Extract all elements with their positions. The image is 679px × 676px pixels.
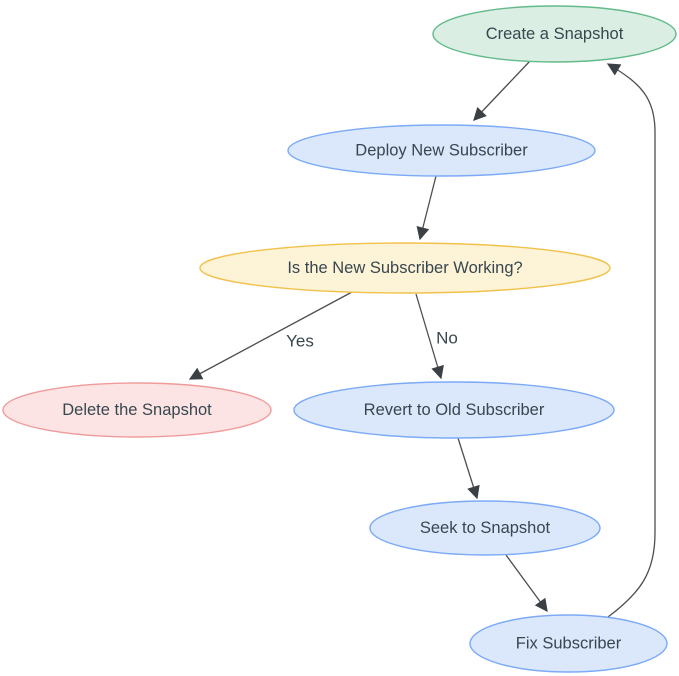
edge-working-to-delete (188, 291, 353, 380)
node-ellipse-create-snapshot (432, 5, 677, 63)
node-ellipse-deploy-new-subscriber (287, 124, 596, 177)
node-label-create-snapshot: Create a Snapshot (486, 25, 624, 43)
node-label-deploy-new-subscriber: Deploy New Subscriber (355, 142, 528, 160)
edge-create-to-deploy (473, 60, 531, 121)
node-ellipse-revert-to-old-subscriber (293, 381, 615, 439)
node-ellipse-is-new-subscriber-working (199, 242, 611, 294)
node-label-delete-the-snapshot: Delete the Snapshot (62, 401, 212, 419)
node-fix-subscriber: Fix Subscriber (469, 614, 668, 673)
edge-deploy-to-working (416, 175, 437, 241)
node-delete-the-snapshot: Delete the Snapshot (2, 382, 272, 438)
node-ellipse-delete-the-snapshot (2, 382, 272, 438)
node-create-snapshot: Create a Snapshot (432, 5, 677, 63)
edge-fix-to-create (606, 63, 656, 618)
node-label-seek-to-snapshot: Seek to Snapshot (420, 519, 551, 537)
node-label-fix-subscriber: Fix Subscriber (516, 635, 622, 653)
node-is-new-subscriber-working: Is the New Subscriber Working? (199, 242, 611, 294)
edge-working-to-revert (415, 293, 444, 380)
edge-layer: Yes No (188, 60, 656, 618)
node-seek-to-snapshot: Seek to Snapshot (369, 500, 601, 556)
node-deploy-new-subscriber: Deploy New Subscriber (287, 124, 596, 177)
edge-label-no: No (436, 329, 458, 348)
node-ellipse-fix-subscriber (469, 614, 668, 673)
node-revert-to-old-subscriber: Revert to Old Subscriber (293, 381, 615, 439)
edge-seek-to-fix (505, 554, 548, 613)
node-label-revert-to-old-subscriber: Revert to Old Subscriber (364, 401, 545, 419)
node-ellipse-seek-to-snapshot (369, 500, 601, 556)
edge-revert-to-seek (457, 437, 480, 500)
node-label-is-new-subscriber-working: Is the New Subscriber Working? (287, 259, 522, 277)
edge-label-yes: Yes (286, 332, 314, 351)
